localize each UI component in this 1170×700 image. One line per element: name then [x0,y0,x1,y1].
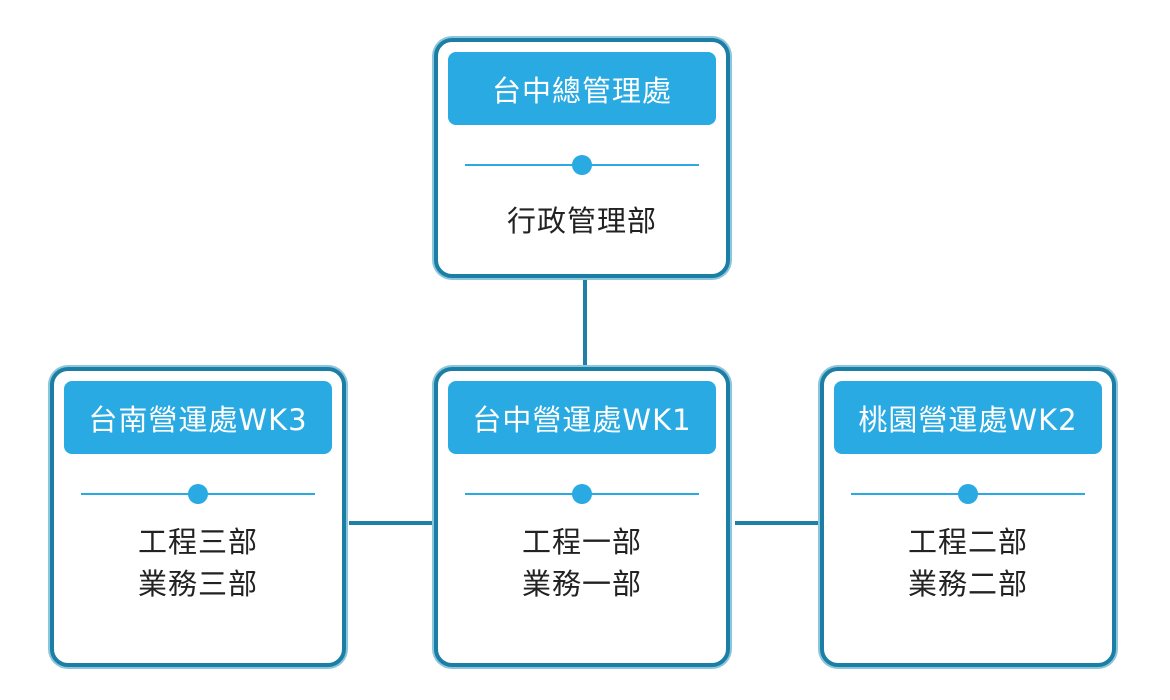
divider-dot [958,484,978,504]
card-header: 台南營運處WK3 [64,381,332,454]
card-body: 行政管理部 [448,200,716,242]
department-label: 業務三部 [137,567,258,601]
divider-dot [188,484,208,504]
card-title: 台中總管理處 [491,73,672,108]
card-title: 台中營運處WK1 [472,402,692,437]
connector-center-to-right [735,521,821,525]
card-title: 桃園營運處WK2 [858,402,1078,437]
card-body: 工程三部 業務三部 [64,521,332,605]
divider-dot [572,484,592,504]
card-title: 台南營運處WK3 [88,402,308,437]
card-header: 桃園營運處WK2 [834,381,1102,454]
department-label: 工程一部 [521,525,642,559]
department-label: 業務二部 [907,567,1028,601]
card-header: 台中營運處WK1 [448,381,716,454]
card-header: 台中總管理處 [448,52,716,125]
divider-dot [572,155,592,175]
connector-top-to-center [583,277,587,367]
department-label: 工程三部 [137,525,258,559]
department-label: 業務一部 [521,567,642,601]
office-card-wk1: 台中營運處WK1 工程一部 業務一部 [434,367,730,667]
office-card-wk3: 台南營運處WK3 工程三部 業務三部 [50,367,346,667]
office-card-wk2: 桃園營運處WK2 工程二部 業務二部 [820,367,1116,667]
card-body: 工程一部 業務一部 [448,521,716,605]
department-label: 工程二部 [907,525,1028,559]
card-body: 工程二部 業務二部 [834,521,1102,605]
department-label: 行政管理部 [506,204,657,238]
headquarters-card: 台中總管理處 行政管理部 [434,38,730,278]
connector-left-to-center [349,521,435,525]
